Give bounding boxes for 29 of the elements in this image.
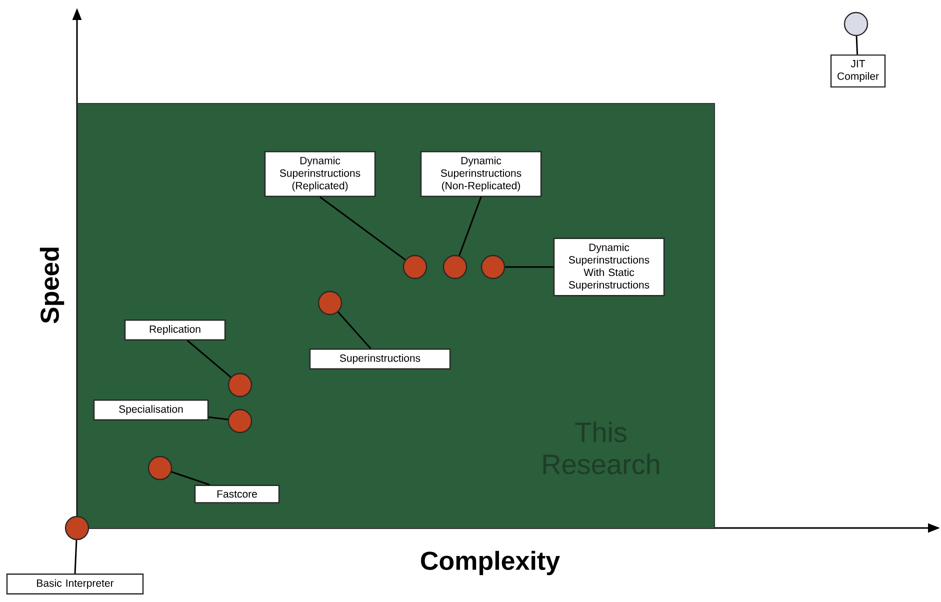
leader-line bbox=[186, 340, 232, 378]
label-box: Dynamic Superinstructions (Non-Replicated) bbox=[420, 151, 542, 197]
label-box: Dynamic Superinstructions (Replicated) bbox=[264, 151, 376, 197]
label-box: Replication bbox=[124, 320, 226, 340]
leader-line bbox=[458, 196, 482, 256]
axis-title: Speed bbox=[40, 248, 64, 324]
leader-line bbox=[505, 266, 554, 268]
axis-title: Complexity bbox=[421, 550, 560, 576]
leader-line bbox=[208, 416, 228, 420]
dot-marker bbox=[844, 12, 868, 36]
dot-marker bbox=[480, 254, 506, 280]
label-box: Superinstructions bbox=[309, 348, 451, 370]
dot-marker bbox=[228, 372, 252, 398]
dot-marker bbox=[148, 456, 172, 480]
label-box: JIT Compiler bbox=[830, 54, 886, 88]
leader-line bbox=[171, 471, 210, 486]
dot-marker bbox=[402, 254, 428, 280]
label-box: Basic Interpreter bbox=[6, 574, 144, 594]
dot-marker bbox=[442, 254, 468, 280]
leader-line bbox=[856, 36, 858, 54]
label-box: Dynamic Superinstructions With Static Superinstructions bbox=[553, 238, 665, 296]
dot-marker bbox=[228, 408, 252, 434]
leader-line bbox=[74, 540, 78, 574]
dot-marker bbox=[318, 290, 342, 316]
leader-line bbox=[320, 196, 406, 260]
leader-line bbox=[338, 312, 372, 349]
label-box: Specialisation bbox=[93, 400, 209, 420]
label-box: Fastcore bbox=[194, 484, 280, 504]
dot-marker bbox=[64, 516, 90, 540]
